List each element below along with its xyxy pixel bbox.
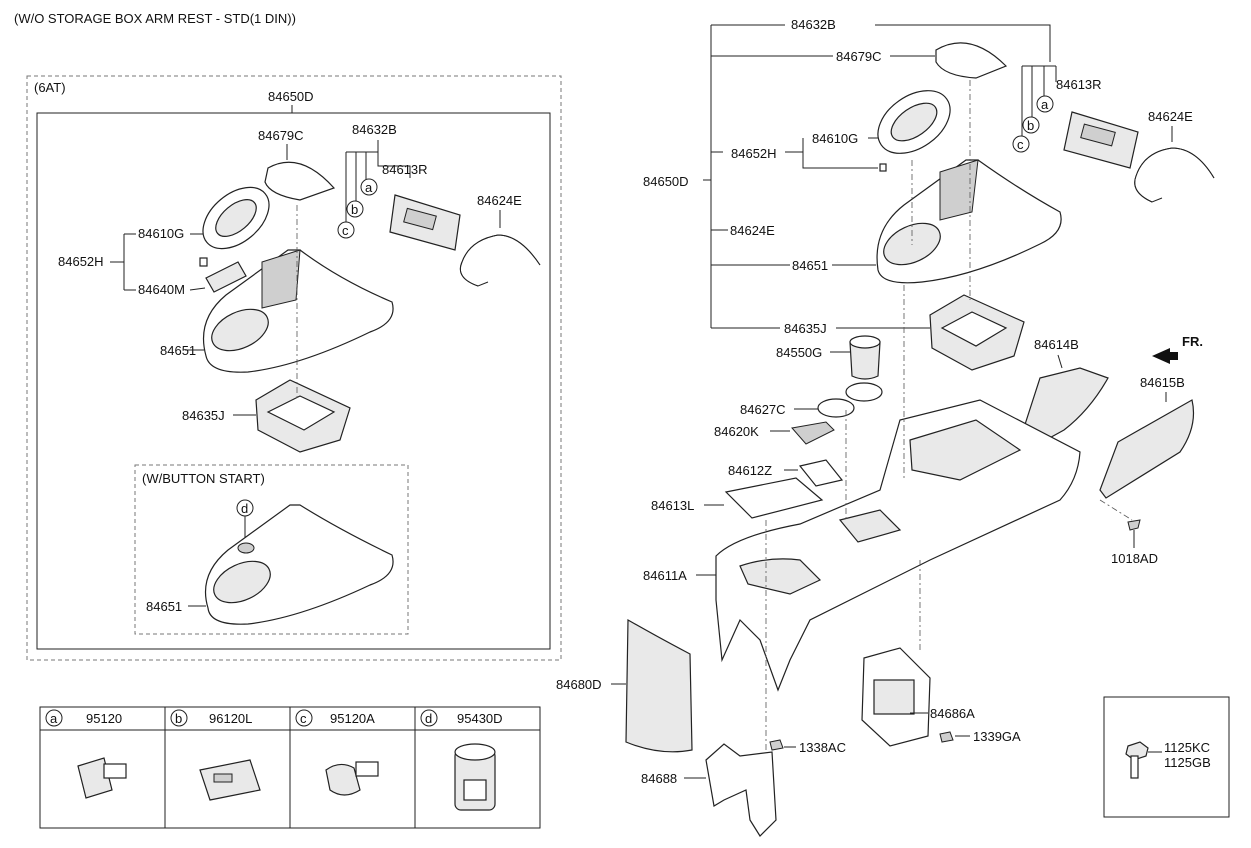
label-84610G-inset: 84610G (138, 226, 184, 241)
legend-part-c: 95120A (330, 711, 375, 726)
part-mat-84613L (724, 477, 824, 519)
legend-key-c: c (300, 711, 307, 726)
legend-key-b: b (175, 711, 182, 726)
legend-part-d: 95430D (457, 711, 503, 726)
part-nut-1339GA (939, 731, 954, 743)
label-84613R: 84613R (1056, 77, 1102, 92)
label-84613L: 84613L (651, 498, 694, 513)
label-84650D-inset: 84650D (268, 89, 314, 104)
label-84614B: 84614B (1034, 337, 1079, 352)
label-1125KC: 1125KC (1164, 740, 1210, 755)
legend-key-a: a (50, 711, 58, 726)
part-console-body-84611A (715, 399, 1081, 692)
label-84550G: 84550G (776, 345, 822, 360)
part-ring-84627C-b (845, 382, 883, 402)
label-84651-inset: 84651 (160, 343, 196, 358)
label-1125GB: 1125GB (1164, 755, 1211, 770)
fastener-box (1103, 696, 1230, 818)
inset-6at-assembly-box (36, 112, 551, 650)
label-84610G: 84610G (812, 131, 858, 146)
label-84620K: 84620K (714, 424, 759, 439)
label-84627C: 84627C (740, 402, 786, 417)
callout-a (1036, 95, 1054, 113)
part-side-panel-84615B (1099, 399, 1195, 499)
label-84679C-inset: 84679C (258, 128, 304, 143)
label-84652H-inset: 84652H (58, 254, 104, 269)
part-mat-84612Z (798, 459, 844, 487)
label-1338AC: 1338AC (799, 740, 846, 755)
part-nut-1338AC (769, 739, 784, 751)
part-panel-84680D (625, 618, 693, 753)
legend-switch-95120A (325, 761, 379, 796)
part-cover-84679C-inset (264, 161, 336, 201)
callout-a-inset-text: a (365, 180, 373, 195)
label-84651-button-start: 84651 (146, 599, 182, 614)
part-bracket-84640M-inset (205, 261, 247, 293)
part-console-shell-84651-button-start (204, 504, 394, 625)
part-ring-84627C-a (817, 398, 855, 418)
legend-usb-96120L (199, 759, 261, 801)
label-84680D: 84680D (556, 677, 602, 692)
front-arrow-icon (1152, 348, 1178, 364)
label-84651: 84651 (792, 258, 828, 273)
part-cover-84679C (935, 42, 1008, 79)
label-84624E-left: 84624E (730, 223, 775, 238)
label-84640M-inset: 84640M (138, 282, 185, 297)
label-84688: 84688 (641, 771, 677, 786)
legend-part-a: 95120 (86, 711, 122, 726)
legend-key-d: d (425, 711, 432, 726)
part-cover-84620K (791, 421, 835, 445)
label-84650D: 84650D (643, 174, 689, 189)
callout-a-inset (360, 178, 378, 196)
label-84632B: 84632B (791, 17, 836, 32)
part-cup-84550G (849, 341, 881, 380)
button-start-frame (134, 464, 409, 635)
callout-b-inset (346, 200, 364, 218)
legend-part-b: 96120L (209, 711, 252, 726)
part-screw-1018AD (1127, 519, 1141, 531)
header-title: (W/O STORAGE BOX ARM REST - STD(1 DIN)) (14, 11, 296, 26)
label-84612Z: 84612Z (728, 463, 772, 478)
callout-a-text: a (1041, 97, 1049, 112)
label-84624E-top: 84624E (1148, 109, 1193, 124)
inset-6at-label: (6AT) (34, 80, 66, 95)
label-84635J-inset: 84635J (182, 408, 225, 423)
inset-6at-frame (26, 75, 562, 661)
callout-c (1012, 135, 1030, 153)
button-start-label: (W/BUTTON START) (142, 471, 265, 486)
part-bracket-84688 (705, 743, 777, 837)
label-1339GA: 1339GA (973, 729, 1021, 744)
label-84611A: 84611A (643, 568, 687, 583)
label-84652H: 84652H (731, 146, 777, 161)
label-84613R-inset: 84613R (382, 162, 428, 177)
label-84615B: 84615B (1140, 375, 1185, 390)
callout-b (1022, 116, 1040, 134)
label-84632B-inset: 84632B (352, 122, 397, 137)
label-1018AD: 1018AD (1111, 551, 1158, 566)
label-84679C: 84679C (836, 49, 882, 64)
callout-d-inset-text: d (241, 501, 248, 516)
fr-label: FR. (1182, 334, 1203, 349)
label-84624E-inset: 84624E (477, 193, 522, 208)
callout-c-inset-text: c (342, 223, 349, 238)
callout-b-text: b (1027, 118, 1034, 133)
callout-b-inset-text: b (351, 202, 358, 217)
legend-switch-95120 (77, 757, 127, 799)
legend-start-button-95430D (454, 743, 496, 811)
label-84635J: 84635J (784, 321, 827, 336)
part-bolt-1125KC (1125, 741, 1149, 779)
label-84686A: 84686A (930, 706, 975, 721)
callout-c-text: c (1017, 137, 1024, 152)
callout-c-inset (337, 221, 355, 239)
